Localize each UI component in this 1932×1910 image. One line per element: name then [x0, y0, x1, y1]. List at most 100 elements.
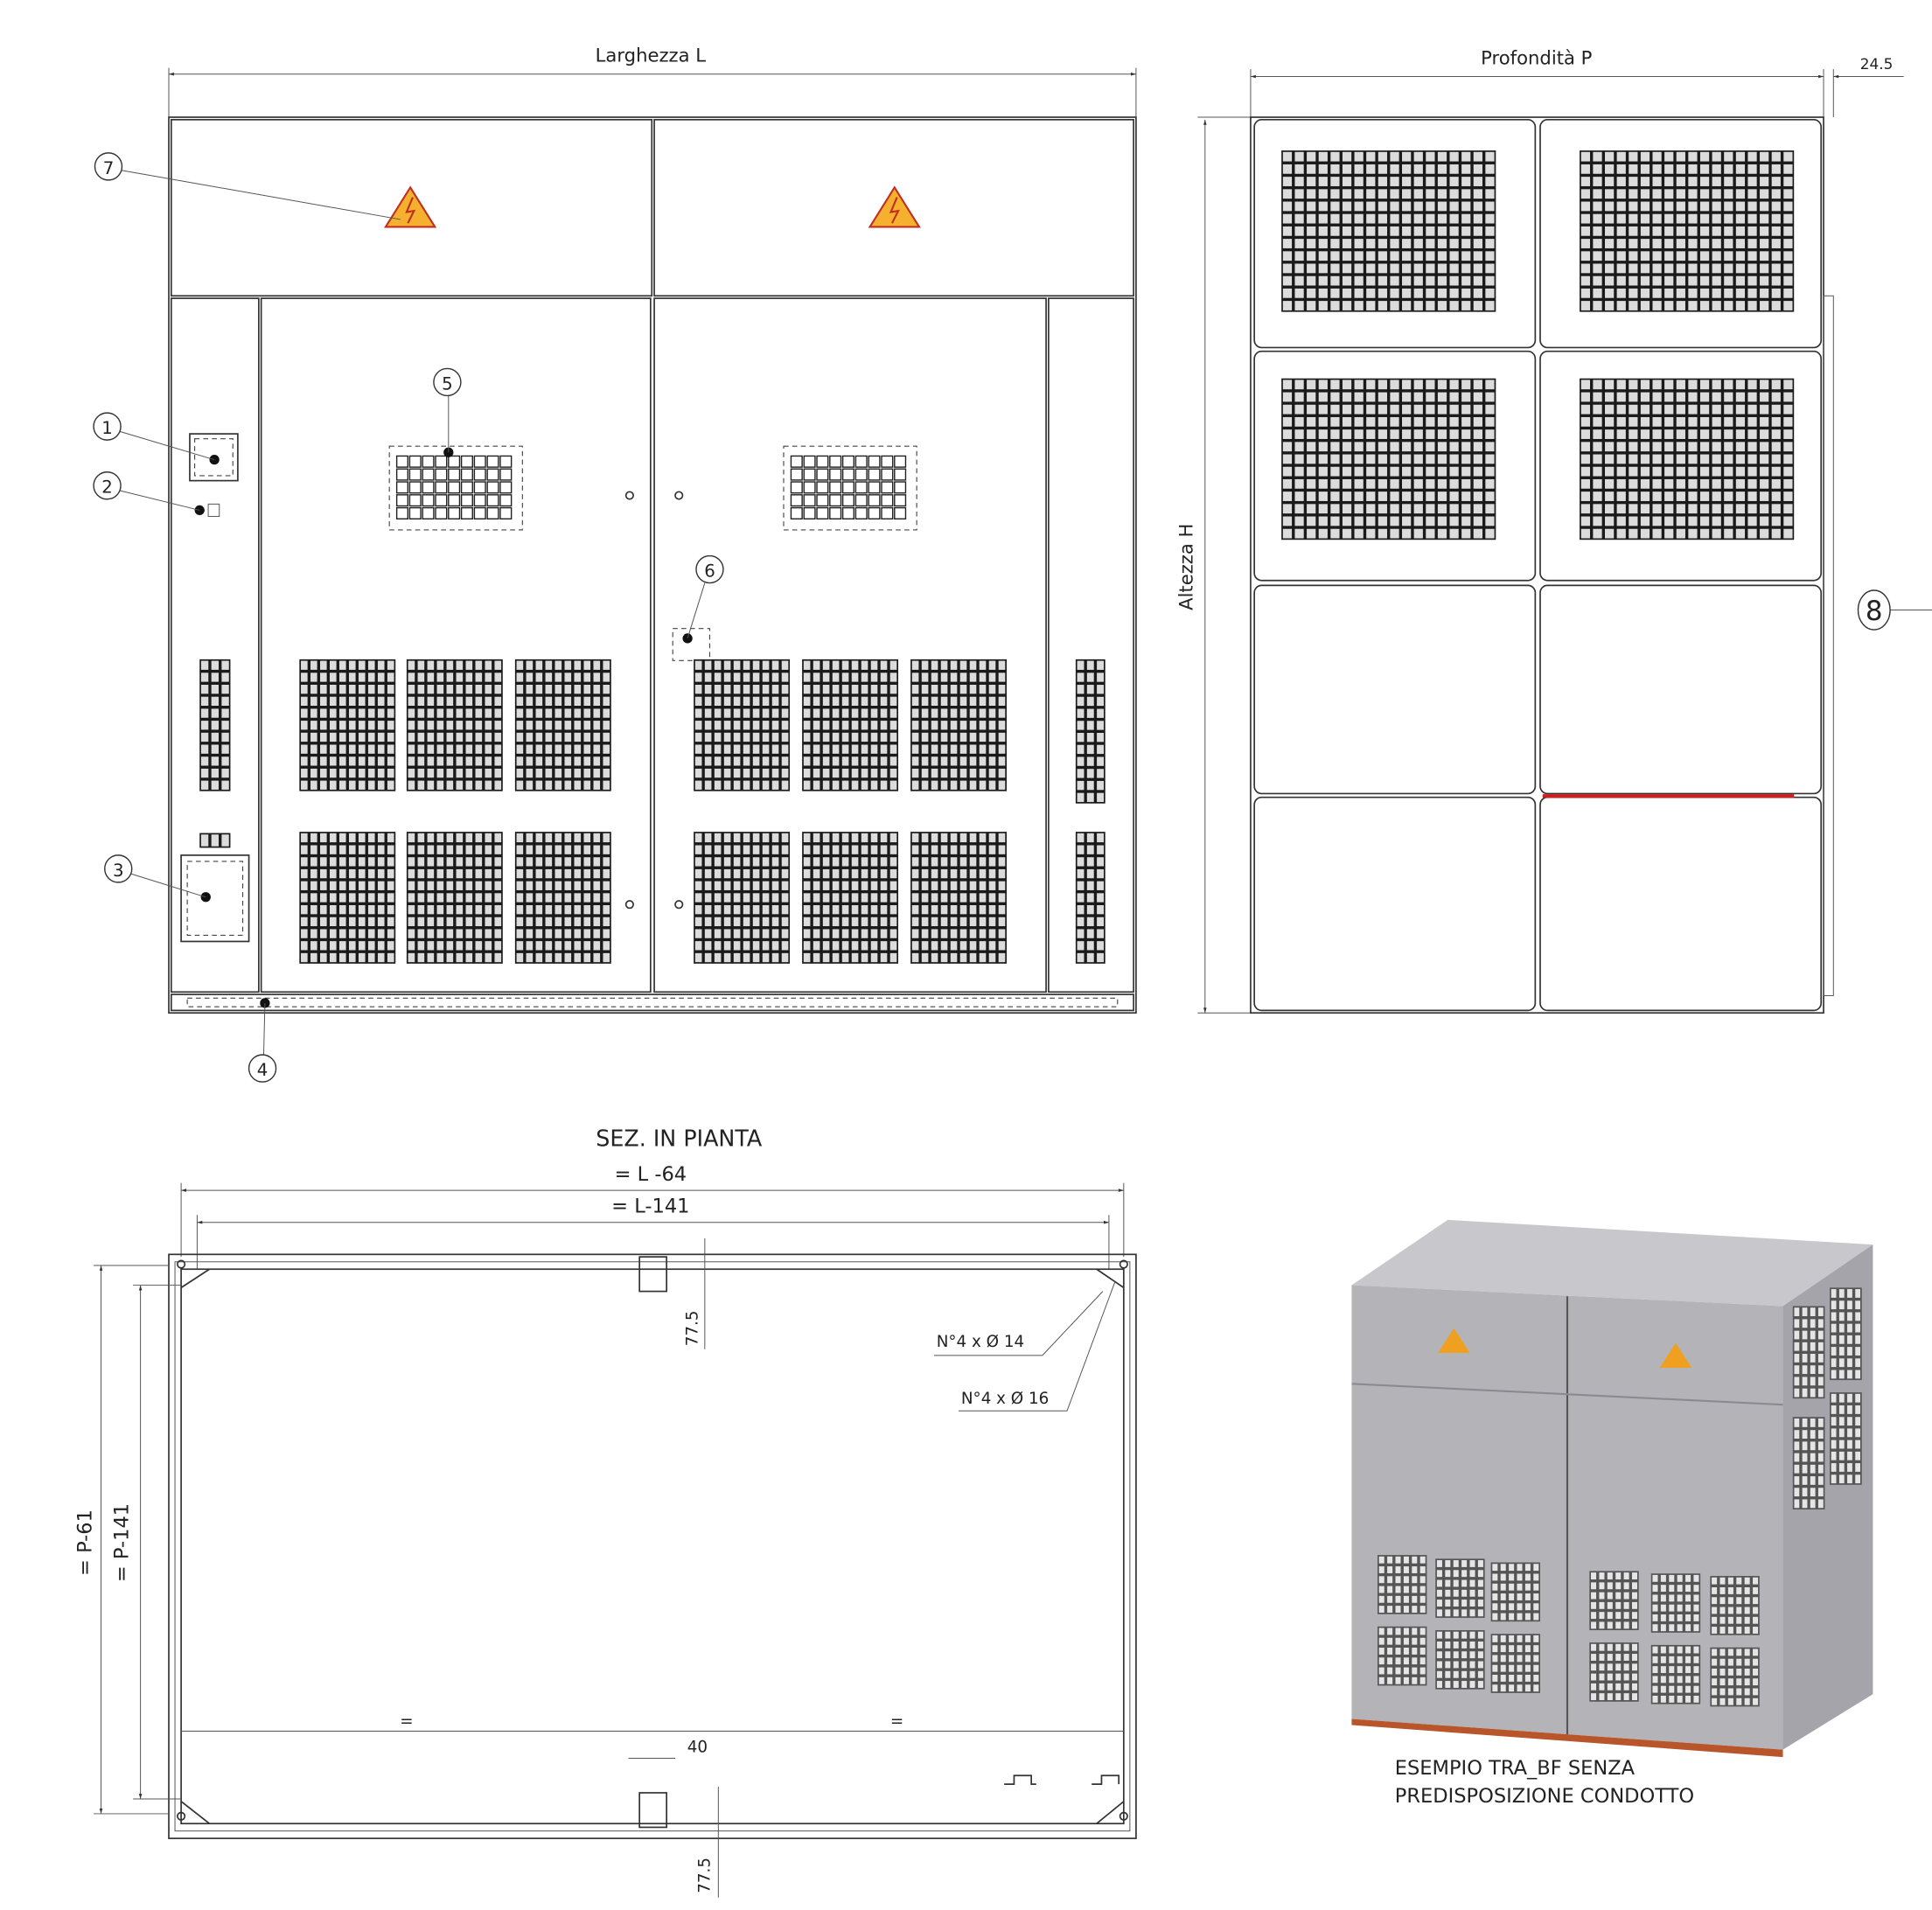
width-label: Larghezza L: [596, 45, 707, 66]
plinth: [170, 993, 1134, 1012]
render-base: [1351, 1718, 1783, 1758]
svg-text:2: 2: [101, 478, 113, 498]
ventilation-grille: [299, 659, 396, 791]
dim-p-141: = P-141: [111, 1503, 134, 1582]
ventilation-grille: [1589, 1642, 1639, 1702]
front-ventilation-grilles: [199, 659, 1105, 964]
callout-3: 3: [104, 854, 206, 898]
top-panel-right: [653, 118, 1134, 297]
right-door[interactable]: [653, 297, 1047, 993]
dim-l-64: = L -64: [615, 1163, 687, 1186]
ventilation-grille: [1378, 1626, 1427, 1686]
svg-text:6: 6: [704, 561, 715, 581]
svg-text:7: 7: [103, 158, 115, 178]
render-warning-icon: [1659, 1342, 1692, 1368]
ventilation-grille: [802, 659, 899, 791]
top-panel-left: [170, 118, 653, 297]
ventilation-grille: [1281, 378, 1496, 540]
render-warning-icon: [1438, 1328, 1470, 1354]
ventilation-grille: [1830, 1287, 1862, 1381]
render-caption-line1: ESEMPIO TRA_BF SENZA: [1395, 1757, 1636, 1780]
holes-14-note: N°4 x Ø 14: [937, 1333, 1024, 1351]
ventilation-grille: [694, 659, 791, 791]
cabinet-outline: [168, 116, 1137, 1014]
plan-outline: [168, 1253, 1137, 1839]
component-3-box: [180, 854, 250, 943]
ventilation-grille: [199, 659, 231, 791]
ventilation-grille: [1830, 1392, 1862, 1485]
window-grid: [395, 455, 513, 519]
high-voltage-warning-icon: [384, 185, 437, 228]
component-1-box: [189, 433, 239, 482]
holes-16-note: N°4 x Ø 16: [961, 1390, 1049, 1408]
front-view: Larghezza L: [93, 45, 1137, 1083]
ventilation-grille: [1490, 1562, 1541, 1622]
ventilation-grille: [514, 832, 611, 964]
component-6-box: [672, 628, 711, 661]
ventilation-grille: [1435, 1558, 1485, 1618]
window-grid: [790, 455, 907, 519]
callout-4: 4: [248, 1002, 277, 1083]
svg-text:4: 4: [257, 1060, 269, 1080]
svg-text:8: 8: [1866, 596, 1883, 627]
side-panel: [1539, 584, 1823, 795]
ventilation-grille: [1580, 378, 1795, 540]
ventilation-grille: [1710, 1576, 1760, 1635]
ventilation-grille: [1792, 1306, 1825, 1399]
ventilation-grille: [1075, 832, 1105, 964]
plan-section: SEZ. IN PIANTA = L -64 = L-141 = P-61 = …: [73, 1125, 1137, 1898]
depth-label: Profondità P: [1481, 46, 1592, 68]
ventilation-grille: [1650, 1644, 1701, 1704]
side-panel: [1253, 584, 1537, 795]
ventilation-grille: [1710, 1647, 1760, 1707]
side-panel: [1253, 118, 1537, 349]
callout-2: 2: [93, 471, 200, 511]
dim-40: 40: [687, 1738, 708, 1756]
callout-7: 7: [94, 152, 401, 220]
left-door[interactable]: [260, 297, 652, 993]
ventilation-grille: [406, 659, 503, 791]
svg-text:3: 3: [113, 861, 124, 881]
ventilation-grille: [910, 832, 1007, 964]
right-side-column: [1048, 297, 1134, 993]
side-panel: [1539, 118, 1823, 349]
ventilation-grille: [299, 832, 396, 964]
inspection-window-left: [388, 445, 523, 531]
ventilation-grille: [910, 659, 1007, 791]
ventilation-grille: [1650, 1573, 1701, 1633]
callout-8: 8: [1857, 589, 1932, 631]
render-top-face: [1351, 1219, 1873, 1307]
side-view: Profondità P 24.5 Altezza H 8: [1175, 46, 1932, 1014]
side-panel: [1253, 350, 1537, 582]
dim-77-5-bottom: 77.5: [695, 1858, 714, 1893]
cabinet-3d-render: ESEMPIO TRA_BF SENZA PREDISPOSIZIONE CON…: [1351, 1219, 1873, 1808]
ventilation-grille: [1378, 1555, 1427, 1614]
side-panel: [1253, 796, 1537, 1012]
height-label: Altezza H: [1175, 524, 1197, 610]
ventilation-grille: [1490, 1634, 1541, 1693]
ventilation-grille: [1589, 1571, 1639, 1631]
plan-title: SEZ. IN PIANTA: [596, 1125, 763, 1151]
ventilation-grille: [514, 659, 611, 791]
callout-6: 6: [687, 554, 724, 639]
dim-l-141: = L-141: [611, 1195, 689, 1217]
equal-right: =: [890, 1712, 903, 1731]
ventilation-grille: [406, 832, 503, 964]
dim-77-5-top: 77.5: [683, 1310, 701, 1346]
ventilation-grille: [1580, 150, 1795, 312]
callout-5: 5: [433, 367, 462, 453]
callout-1: 1: [93, 412, 215, 461]
ventilation-grille: [802, 832, 899, 964]
svg-text:5: 5: [442, 373, 453, 394]
offset-label: 24.5: [1860, 55, 1894, 73]
high-voltage-warning-icon: [868, 185, 921, 228]
bottom-bracket: [638, 1792, 668, 1829]
side-panel: [1539, 796, 1823, 1012]
ventilation-grille: [1281, 150, 1496, 312]
ventilation-grille: [1792, 1417, 1825, 1509]
ventilation-grille: [1435, 1630, 1485, 1690]
render-caption-line2: PREDISPOSIZIONE CONDOTTO: [1395, 1785, 1694, 1808]
inspection-window-right: [783, 445, 917, 531]
ventilation-grille: [199, 833, 231, 848]
